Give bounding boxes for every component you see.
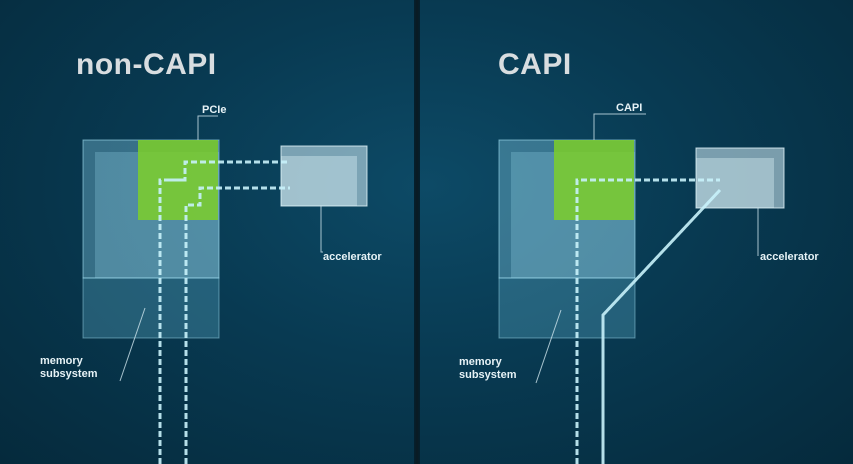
- left-memory-label-line2: subsystem: [40, 368, 98, 380]
- right-title: CAPI: [498, 48, 572, 81]
- non-capi-diagram: [82, 115, 368, 464]
- right-memory-label-line2: subsystem: [459, 369, 517, 381]
- panel-divider: [414, 0, 420, 464]
- left-memory-label: memory subsystem: [40, 355, 97, 381]
- pcie-links: [158, 160, 290, 464]
- right-accelerator-label: accelerator: [760, 251, 819, 263]
- memory-subsystem-block: [498, 277, 636, 339]
- capi-label: CAPI: [616, 102, 643, 114]
- pcie-label: PCIe: [202, 104, 227, 116]
- left-title: non-CAPI: [76, 48, 217, 81]
- right-memory-label: memory subsystem: [459, 356, 516, 382]
- capi-links: [575, 178, 722, 464]
- left-memory-label-line1: memory: [40, 355, 83, 367]
- accelerator-front: [281, 156, 357, 206]
- non-capi-panel: non-CAPI PCIe accelerator memory subsyst…: [0, 0, 416, 464]
- capi-panel: CAPI CAPI accelerator memory subsystem: [420, 0, 853, 464]
- left-accelerator-label: accelerator: [323, 251, 382, 263]
- right-memory-label-line1: memory: [459, 356, 502, 368]
- accelerator-block: [280, 145, 368, 207]
- capi-diagram: [498, 113, 785, 464]
- accelerator-front: [696, 158, 774, 208]
- memory-subsystem-block: [82, 277, 220, 339]
